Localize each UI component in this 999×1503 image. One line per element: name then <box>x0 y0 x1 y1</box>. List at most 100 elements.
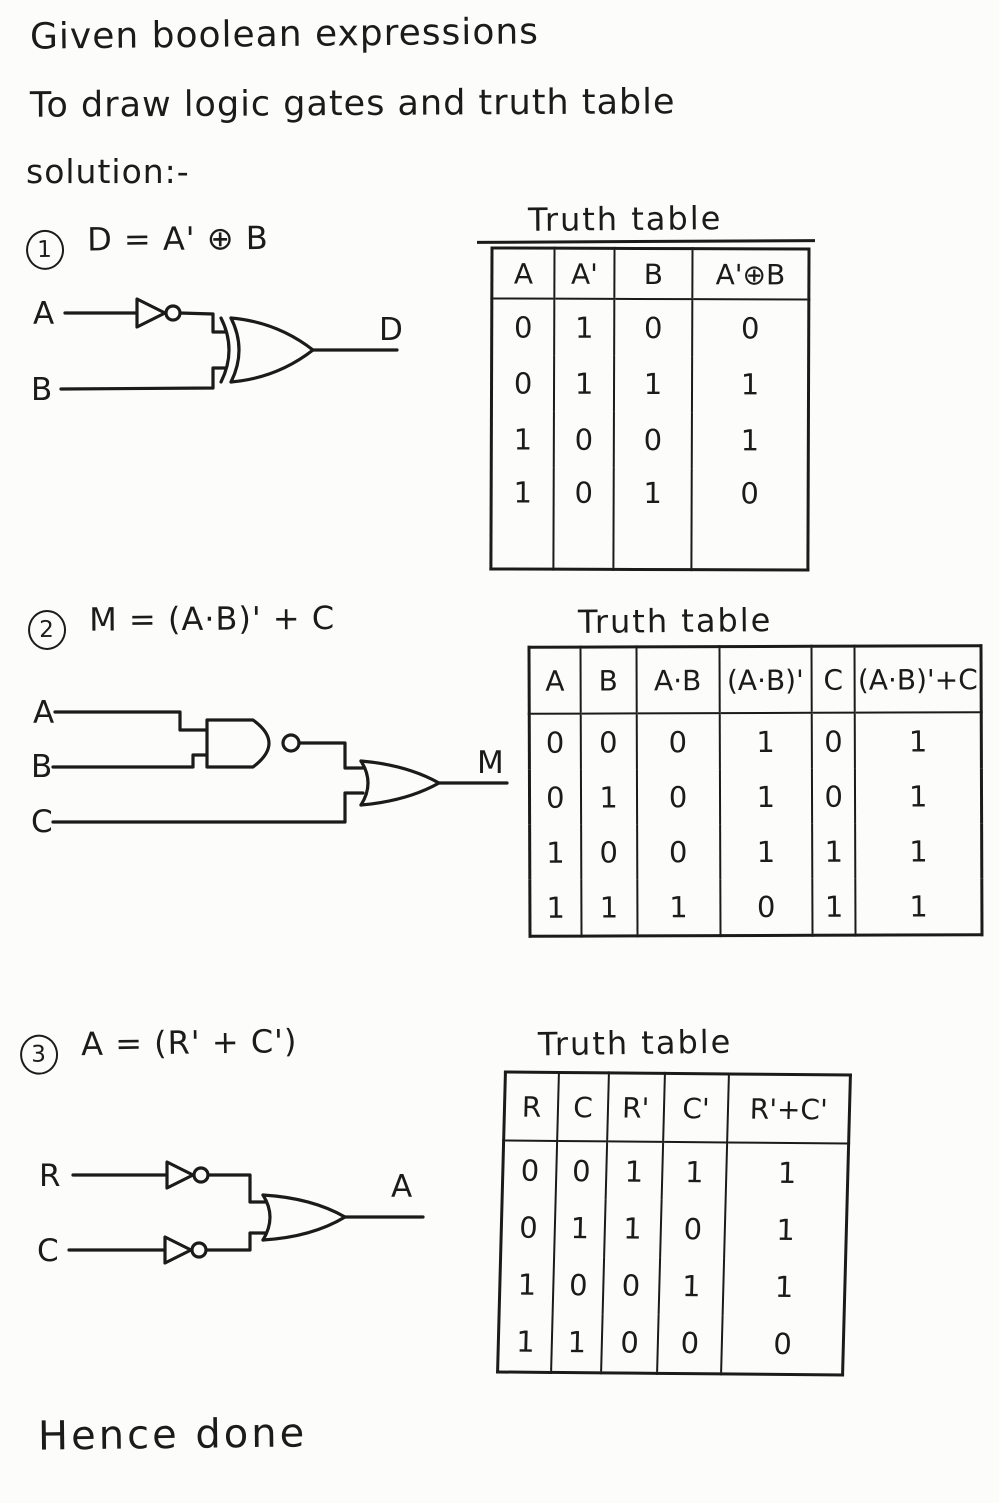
or-gate-body <box>261 1193 347 1242</box>
not-bubble <box>164 304 182 322</box>
expression-3-text: A = (R' + C') <box>80 1022 298 1064</box>
truth-table-cell: 1 <box>613 467 692 570</box>
expression-2-text: M = (A·B)' + C <box>89 598 336 639</box>
truth-table-cell: 0 <box>552 1256 604 1315</box>
input-label-a: A <box>33 296 55 332</box>
input-label-a: A <box>33 695 55 731</box>
truth-table-cell: 0 <box>692 299 809 357</box>
truth-table-cell: 1 <box>603 1199 662 1258</box>
truth-table-cell: 0 <box>553 467 614 570</box>
truth-table-cell: 1 <box>517 1267 537 1302</box>
problem-3-number: 3 <box>19 1034 59 1075</box>
truth-table-cell: 1 <box>580 769 637 825</box>
input-label-r: R <box>39 1158 62 1194</box>
or-gate-body <box>359 759 441 807</box>
truth-table-cell: 0 <box>514 310 533 345</box>
nand-bubble <box>281 733 301 753</box>
wire-rnot-to-or <box>206 1173 267 1204</box>
truth-table-cell: 1 <box>605 1141 663 1201</box>
truth-table-cell: 0 <box>580 713 637 770</box>
truth-table-cell: 1 <box>855 712 982 769</box>
truth-table-header-cell: A' <box>554 248 615 299</box>
input-label-c: C <box>37 1233 60 1269</box>
truth-table-cell: 1 <box>855 768 982 824</box>
truth-table-cell: 0 <box>636 769 720 825</box>
truth-table-cell: 0 <box>555 1141 607 1200</box>
problem-2-number: 2 <box>27 609 67 651</box>
input-label-b: B <box>31 749 53 785</box>
truth-table-cell: 0 <box>636 713 720 770</box>
xor-gate-back <box>229 316 241 384</box>
expression-3: 3 A = (R' + C') <box>19 1022 298 1075</box>
truth-table-cell: 0 <box>613 411 692 469</box>
truth-table-cell: 0 <box>545 725 565 760</box>
truth-table-cell: 0 <box>721 1315 845 1375</box>
truth-table-header-cell: C <box>557 1072 609 1142</box>
truth-table-cell: 1 <box>691 356 809 413</box>
truth-table-header-cell: B <box>614 248 693 300</box>
wire-nand-to-or <box>297 741 365 770</box>
truth-table-cell: 0 <box>636 824 720 880</box>
truth-table-header-cell: A <box>491 247 555 299</box>
truth-table-header-cell: A·B <box>635 646 720 714</box>
truth-table-header-cell: (A·B)'+C <box>854 645 982 713</box>
truth-table-cell: 1 <box>812 823 856 879</box>
truth-table-header-cell: C' <box>662 1073 730 1143</box>
not-bubble-c <box>190 1241 208 1259</box>
solution-label: solution:- <box>26 152 190 191</box>
not-gate <box>135 297 167 329</box>
truth-table-cell: 1 <box>513 475 533 510</box>
truth-table-cell: 1 <box>726 1142 849 1202</box>
xor-gate-body <box>229 316 315 384</box>
truth-table-cell: 1 <box>723 1258 846 1317</box>
truth-table-cell: 1 <box>691 412 809 469</box>
truth-table-header-cell: R <box>503 1072 560 1142</box>
truth-table-header-cell: R'+C' <box>727 1073 851 1144</box>
truth-table-cell: 1 <box>580 879 638 937</box>
truth-table-cell: 1 <box>658 1257 725 1316</box>
truth-table-cell: 1 <box>855 823 982 879</box>
wire-c <box>51 791 365 824</box>
not-gate-r <box>165 1160 195 1190</box>
input-label-c: C <box>31 804 54 840</box>
truth-table-header-cell: A'⊕B <box>692 248 810 300</box>
xor-input-arc <box>219 316 231 384</box>
truth-table-cell: 0 <box>614 298 693 357</box>
truth-table-cell: 0 <box>600 1314 659 1374</box>
or-gate-back <box>359 759 370 807</box>
problem-1-number: 1 <box>25 229 65 271</box>
truth-table-cell: 0 <box>811 712 856 769</box>
truth-table-cell: 1 <box>554 298 615 356</box>
truth-table-header-cell: (A·B)' <box>719 646 812 714</box>
wire-cnot-to-or <box>204 1231 267 1252</box>
truth-table-cell: 0 <box>719 878 813 936</box>
input-label-b: B <box>31 372 53 408</box>
wire-b <box>59 366 227 391</box>
truth-table-cell: 0 <box>580 824 637 880</box>
truth-table-cell: 0 <box>546 780 565 815</box>
truth-table-cell: 1 <box>855 878 983 936</box>
truth-table-3-title: Truth table <box>537 1022 733 1064</box>
truth-table-cell: 0 <box>553 411 614 468</box>
truth-table-1-title: Truth table <box>527 199 723 239</box>
expression-2: 2 M = (A·B)' + C <box>27 598 336 651</box>
truth-table-cell: 1 <box>554 355 615 412</box>
nand-gate <box>205 718 271 769</box>
truth-table-cell: 1 <box>546 835 565 870</box>
